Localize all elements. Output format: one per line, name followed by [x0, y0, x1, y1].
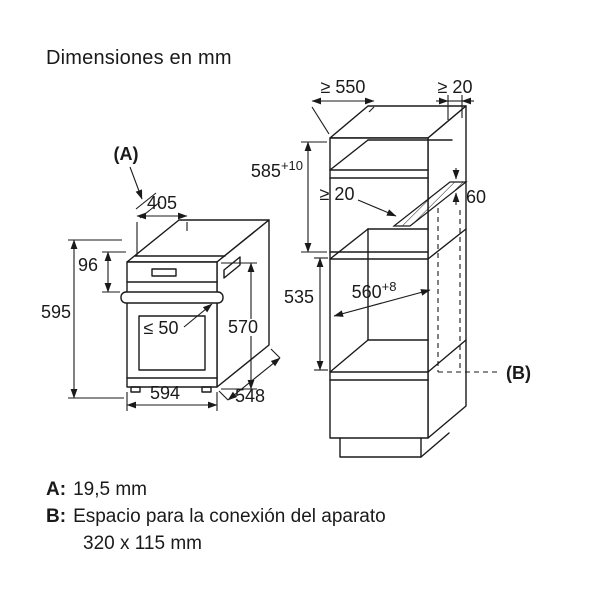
oven-drawing: [120, 219, 270, 393]
dim-label-60: 60: [466, 187, 486, 207]
connection-space: (B): [437, 208, 531, 383]
legend-value-b: Espacio para la conexión del aparato: [73, 506, 386, 527]
dim-label-570: 570: [228, 317, 258, 337]
dim-vent-width: 60: [452, 168, 486, 207]
legend: A: 19,5 mm B: Espacio para la conexión del…: [46, 476, 386, 557]
vent-cutout-hatch: [392, 181, 468, 227]
dim-label-ge20-inner: ≥ 20: [320, 184, 355, 204]
dim-label-535: 535: [284, 287, 314, 307]
legend-item-b: B: Espacio para la conexión del aparato: [46, 503, 386, 530]
dim-top-depth: 405: [136, 193, 188, 256]
oven-door-window: [138, 315, 206, 371]
label-b: (B): [506, 363, 531, 383]
dim-panel-height: 96: [78, 251, 126, 293]
dim-min-depth: ≥ 550: [311, 77, 375, 135]
legend-item-a: A: 19,5 mm: [46, 476, 386, 503]
oven-foot-left: [130, 386, 141, 393]
page-title: Dimensiones en mm: [46, 47, 232, 69]
dim-rear-gap: ≥ 20: [320, 184, 397, 217]
cabinet-drawing: [329, 105, 468, 458]
oven-front-face: [126, 261, 218, 388]
dim-total-height: 595: [41, 239, 124, 399]
legend-key-a: A:: [46, 479, 67, 500]
dim-label-585: 585+10: [251, 158, 303, 181]
legend-key-b: B:: [46, 506, 67, 527]
oven-side-vent: [223, 256, 241, 279]
dim-label-96: 96: [78, 255, 98, 275]
oven-foot-right: [201, 386, 212, 393]
label-a: (A): [114, 144, 139, 164]
dim-label-548: 548: [235, 386, 265, 406]
legend-value-a: 19,5 mm: [73, 479, 147, 500]
dim-depth: 548: [218, 348, 281, 406]
dim-handle-protrusion: ≤ 50: [144, 303, 213, 338]
legend-item-b2: 320 x 115 mm: [46, 530, 386, 557]
legend-value-b2: 320 x 115 mm: [83, 533, 202, 554]
dim-width: 594: [126, 383, 218, 411]
oven-display: [151, 268, 177, 277]
cabinet-dimensions: ≥ 550 ≥ 20 585+10 ≥ 20: [251, 77, 486, 371]
cabinet-front-face: [329, 137, 429, 439]
oven-handle: [120, 291, 224, 304]
dim-label-ge20-top: ≥ 20: [438, 77, 473, 97]
cabinet-plinth: [339, 437, 422, 458]
dim-niche-height: 585+10: [251, 141, 327, 253]
dim-label-594: 594: [150, 383, 180, 403]
dim-opening-height: 535: [284, 257, 328, 371]
dim-niche-width: 560+8: [333, 279, 431, 317]
dim-label-le50: ≤ 50: [144, 318, 179, 338]
dim-label-405: 405: [147, 193, 177, 213]
dim-label-595: 595: [41, 302, 71, 322]
cabinet-side-face: [427, 105, 467, 439]
oven-dimensions: (A) 405 96 595: [41, 144, 281, 411]
dim-label-ge550: ≥ 550: [321, 77, 366, 97]
dim-door-height: 570: [221, 262, 260, 390]
dim-top-gap: ≥ 20: [436, 77, 474, 120]
